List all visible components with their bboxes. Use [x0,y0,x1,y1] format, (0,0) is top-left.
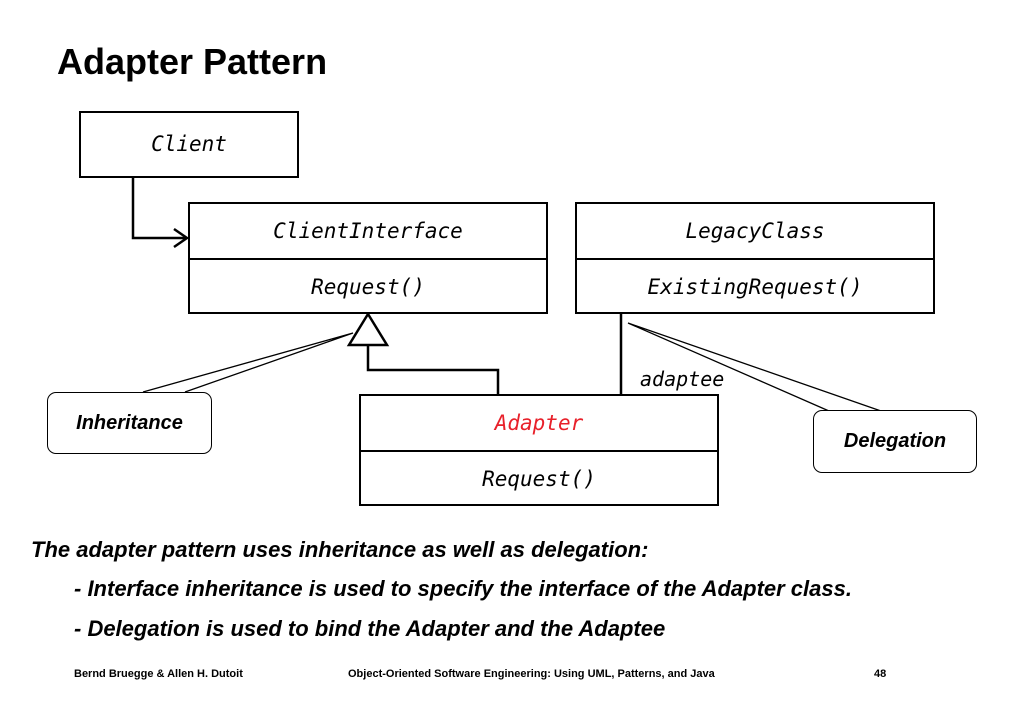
inheritance-note-text: Inheritance [76,411,183,434]
legacy-class-operation: ExistingRequest() [577,258,933,312]
adaptee-role-label: adaptee [640,367,725,391]
client-class-name: Client [151,132,227,156]
inheritance-note-callout [142,332,354,393]
adapter-class-name: Adapter [494,411,584,435]
client-association-line [131,178,186,240]
body-intro: The adapter pattern uses inheritance as … [31,537,649,562]
legacy-class-name: LegacyClass [685,219,825,243]
client-interface-class: ClientInterface Request() [188,202,548,314]
footer-book-title: Object-Oriented Software Engineering: Us… [348,668,715,680]
body-bullet-2: - Delegation is used to bind the Adapter… [74,616,666,641]
slide-title: Adapter Pattern [57,41,328,82]
client-interface-operation: Request() [190,258,546,312]
footer-page-number: 48 [874,668,887,680]
delegation-note-text: Delegation [843,430,947,452]
adapter-class-operation: Request() [361,450,717,504]
inheritance-line [366,345,500,395]
adapter-class: Adapter Request() [359,394,719,506]
inheritance-triangle [346,311,390,347]
client-interface-name: ClientInterface [273,219,463,243]
footer-authors: Bernd Bruegge & Allen H. Dutoit [74,668,243,680]
delegation-note-callout [627,322,882,412]
client-class: Client [79,111,299,178]
body-bullet-1: - Interface inheritance is used to speci… [74,576,852,601]
inheritance-note: Inheritance [47,392,212,454]
client-association-arrowhead [173,227,190,249]
legacy-class: LegacyClass ExistingRequest() [575,202,935,314]
delegation-note: Delegation [813,410,977,473]
